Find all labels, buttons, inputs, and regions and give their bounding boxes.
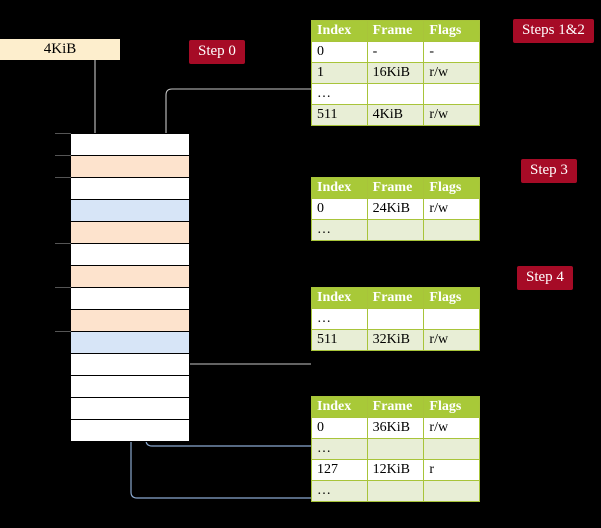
table-cell-frame: 24KiB [366,198,425,220]
memory-tick-mark [55,287,71,288]
memory-frame-row [70,133,190,156]
step-badge-steps-1-2: Steps 1&2 [513,19,594,43]
column-header-index: Index [311,396,368,418]
table-row: … [311,308,480,330]
table-cell-frame: - [366,41,425,63]
memory-frame-row [70,397,190,420]
table-cell-frame: 16KiB [366,62,425,84]
table-cell-flags [423,438,480,460]
memory-frame-row [70,287,190,310]
table-cell-frame [366,219,425,241]
column-header-frame: Frame [366,396,425,418]
table-row: … [311,480,480,502]
step-badge-step-0: Step 0 [189,40,245,64]
table-cell-index: … [311,480,368,502]
table-cell-flags [423,83,480,105]
step-badge-step-3: Step 3 [521,159,577,183]
table-cell-index: … [311,219,368,241]
table-cell-frame [366,308,425,330]
table-cell-frame [366,83,425,105]
table-cell-flags [423,219,480,241]
table-cell-index: 511 [311,329,368,351]
column-header-frame: Frame [366,20,425,42]
table-cell-frame: 12KiB [366,459,425,481]
memory-frame-row [70,155,190,178]
table-cell-flags: - [423,41,480,63]
table-cell-frame: 32KiB [366,329,425,351]
table-cell-flags: r/w [423,417,480,439]
memory-frame-row [70,221,190,244]
memory-frame-row [70,375,190,398]
step-badge-step-4: Step 4 [517,266,573,290]
memory-frame-row [70,419,190,442]
memory-frame-row [70,331,190,354]
table-cell-flags [423,480,480,502]
table-cell-index: 1 [311,62,368,84]
column-header-flags: Flags [423,396,480,418]
table-cell-index: … [311,308,368,330]
table-cell-flags: r [423,459,480,481]
memory-tick-mark [55,155,71,156]
table-cell-flags [423,308,480,330]
table-row: … [311,438,480,460]
table-cell-flags: r/w [423,104,480,126]
column-header-frame: Frame [366,177,425,199]
memory-tick-mark [55,133,71,134]
table-cell-flags: r/w [423,198,480,220]
column-header-index: Index [311,20,368,42]
column-header-frame: Frame [366,287,425,309]
table-cell-index: … [311,83,368,105]
column-header-flags: Flags [423,20,480,42]
table-row: 0-- [311,41,480,63]
column-header-flags: Flags [423,177,480,199]
memory-frame-row [70,177,190,200]
memory-tick-mark [55,177,71,178]
column-header-flags: Flags [423,287,480,309]
memory-column [70,133,190,442]
table-cell-frame [366,480,425,502]
table-cell-index: 0 [311,417,368,439]
memory-frame-row [70,243,190,266]
memory-tick-mark [55,243,71,244]
table-row: … [311,219,480,241]
table-cell-flags: r/w [423,329,480,351]
table-cell-flags: r/w [423,62,480,84]
table-cell-index: 511 [311,104,368,126]
memory-tick-mark [55,331,71,332]
memory-frame-row [70,265,190,288]
table-cell-frame [366,438,425,460]
column-header-index: Index [311,177,368,199]
table-cell-index: 0 [311,41,368,63]
table-cell-frame: 36KiB [366,417,425,439]
memory-frame-row [70,309,190,332]
table-row: … [311,83,480,105]
table-cell-index: … [311,438,368,460]
table-cell-index: 127 [311,459,368,481]
memory-frame-row [70,199,190,222]
column-header-index: Index [311,287,368,309]
table-cell-frame: 4KiB [366,104,425,126]
memory-frame-row [70,353,190,376]
source-size-box: 4KiB [0,39,120,60]
table-cell-index: 0 [311,198,368,220]
